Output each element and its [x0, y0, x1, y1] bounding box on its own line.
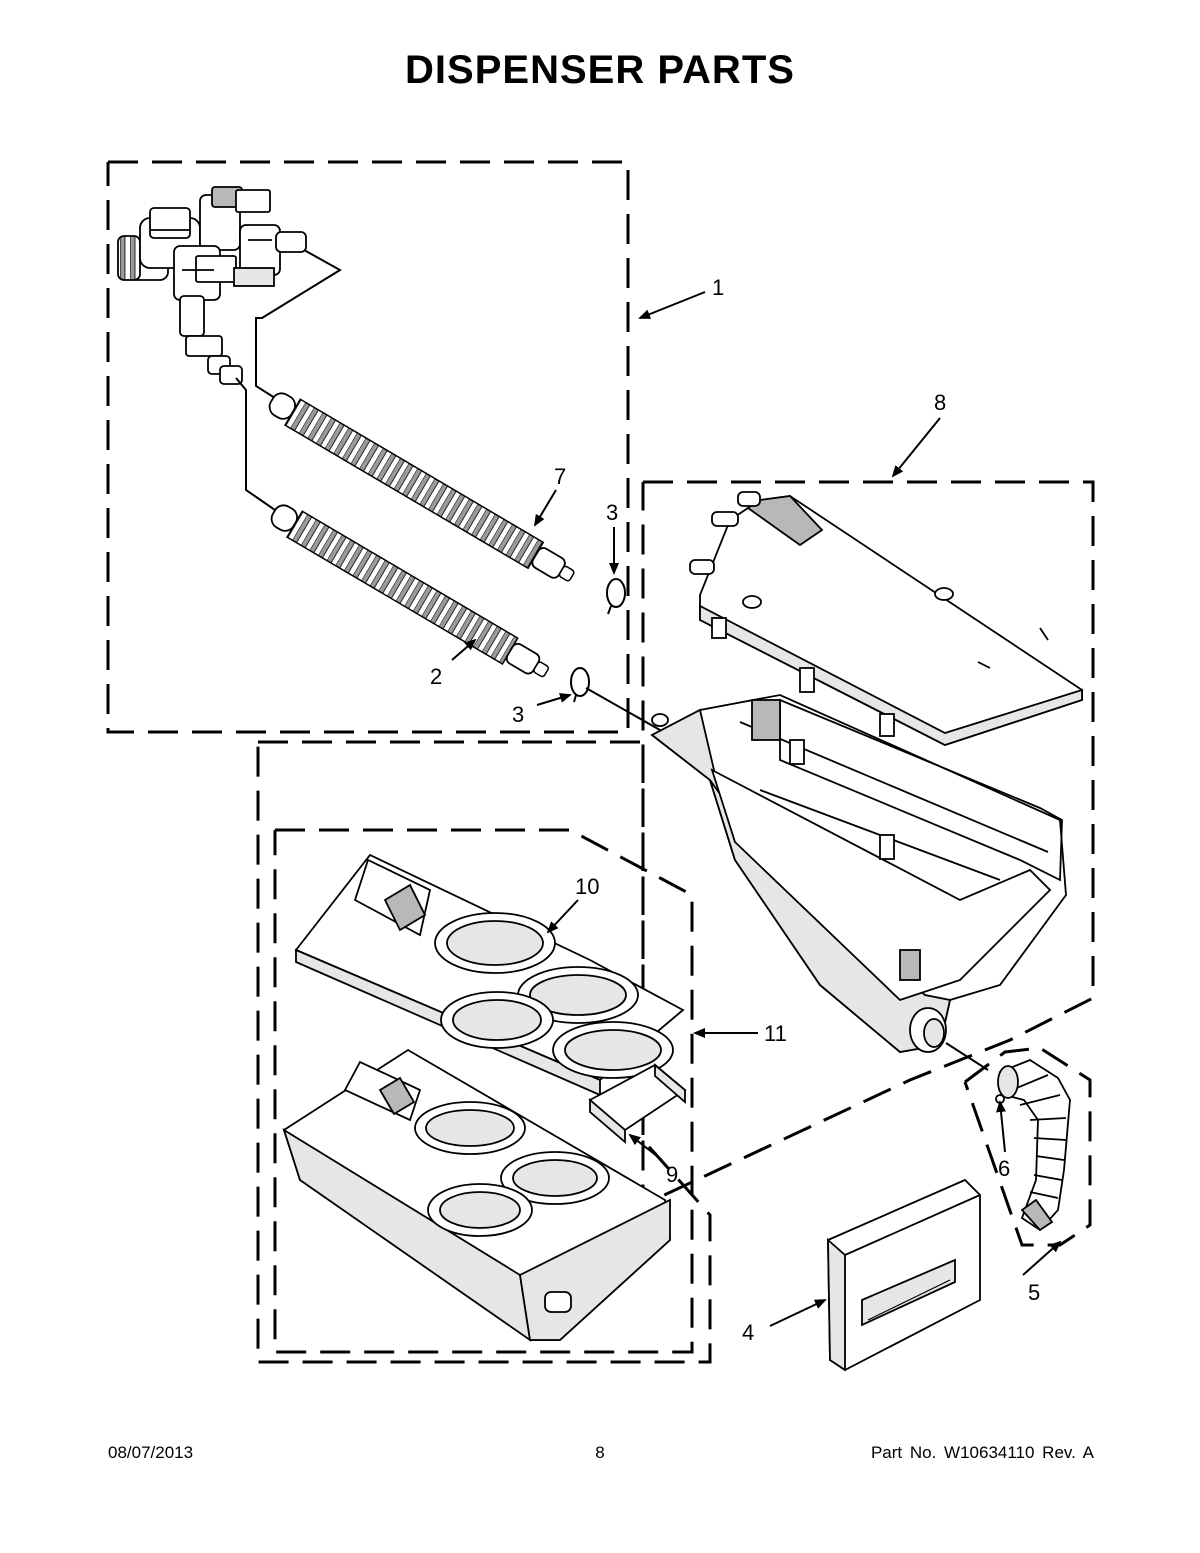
callout-3-upper: 3: [606, 500, 618, 525]
drawer-group-outer-boundary: [256, 740, 712, 1364]
routing-lines: [235, 249, 989, 1071]
callout-11: 11: [764, 1021, 787, 1046]
leader-arrow-4: [769, 1299, 827, 1327]
callout-3-lower: 3: [512, 702, 524, 727]
inlet-valve-assembly: [117, 186, 307, 385]
page-title: DISPENSER PARTS: [405, 48, 795, 92]
drawer-front-panel: [827, 1178, 981, 1372]
leader-arrow-5: [1022, 1240, 1062, 1276]
footer-date: 08/07/2013: [108, 1443, 194, 1462]
callout-labels: 1 7 3 2 3 8 10 11 9 6 5 4: [430, 275, 1040, 1345]
callout-5: 5: [1028, 1280, 1040, 1305]
callout-4: 4: [742, 1320, 754, 1345]
drawer-insert-clip: [588, 1063, 687, 1144]
footer-page-number: 8: [595, 1443, 605, 1462]
leader-arrow-9: [628, 1133, 663, 1161]
drain-bellows-hose: [995, 1058, 1071, 1232]
leader-arrow-2: [451, 638, 477, 661]
leader-arrow-1: [638, 291, 706, 319]
detergent-drawer-assembly: [294, 853, 685, 1097]
hose-clamp-lower: [570, 667, 590, 703]
callout-10: 10: [575, 874, 599, 899]
callout-6: 6: [998, 1156, 1010, 1181]
leader-arrow-7: [533, 489, 557, 527]
leader-arrow-3-lower: [536, 693, 572, 706]
leader-arrows: [451, 291, 1062, 1327]
callout-1: 1: [712, 275, 724, 300]
callout-8: 8: [934, 390, 946, 415]
callout-2: 2: [430, 664, 442, 689]
dispenser-housing-body: [650, 694, 1067, 1053]
detergent-drawer-tray: [282, 1048, 671, 1342]
upper-inlet-hose: [268, 392, 575, 582]
callout-9: 9: [666, 1162, 678, 1187]
callout-7: 7: [554, 464, 566, 489]
leader-arrow-6: [996, 1100, 1006, 1153]
hose-clamp-upper: [606, 578, 626, 615]
leader-arrow-8: [891, 417, 941, 478]
footer-part-number: Part No. W10634110 Rev. A: [870, 1443, 1094, 1462]
leader-arrow-10: [546, 899, 579, 934]
lower-inlet-hose: [270, 504, 549, 678]
dispenser-housing-cover: [689, 491, 1083, 746]
drawer-group-inner-boundary: [273, 828, 694, 1354]
drain-hose-boundary: [963, 1046, 1092, 1247]
